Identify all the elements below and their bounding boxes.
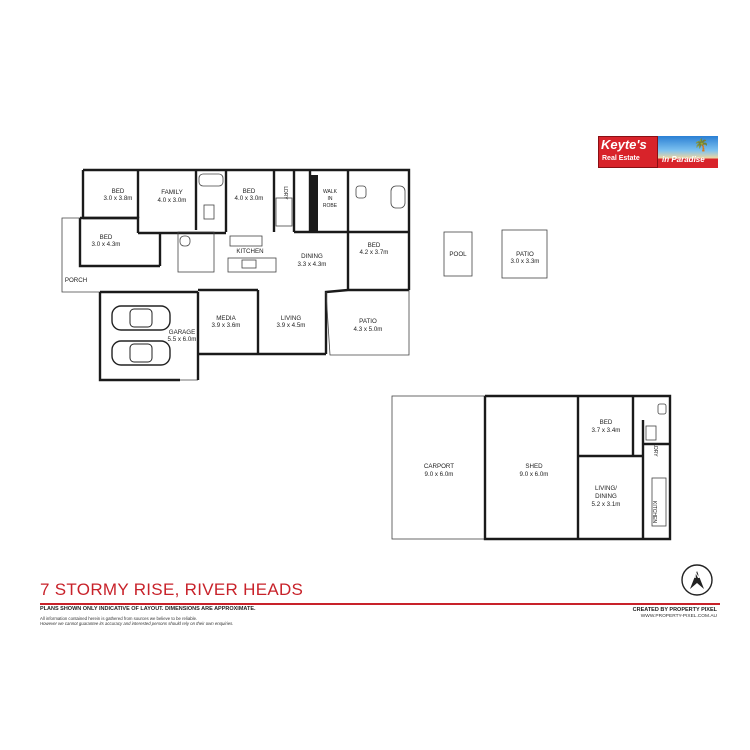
logo-tagline: in Paradise — [662, 155, 705, 164]
room-bed-3-name: BED — [100, 234, 113, 241]
car-icons — [111, 305, 171, 366]
room-carport-size: 9.0 x 6.0m — [425, 471, 454, 478]
yard-patio-outline — [501, 229, 548, 279]
room-bed-2-size: 4.0 x 3.0m — [235, 195, 264, 202]
room-porch-name: PORCH — [65, 277, 87, 284]
room-dining-size: 3.3 x 4.3m — [298, 261, 327, 268]
pool-name: POOL — [449, 251, 467, 258]
room-kitchen-name: KITCHEN — [236, 248, 263, 255]
room-patio-name: PATIO — [359, 318, 377, 325]
room-bed-5-name: BED — [600, 419, 613, 426]
room-garage-name: GARAGE — [169, 329, 195, 336]
room-bed-3-size: 3.0 x 4.3m — [92, 241, 121, 248]
car-icon — [111, 340, 171, 366]
compass-letter: N — [694, 571, 700, 580]
room-ldry-2-name: LDRY — [652, 443, 658, 457]
room-bed-4-name: BED — [368, 242, 381, 249]
disclaimer-line-2: However we cannot guarantee its accuracy… — [40, 621, 234, 626]
room-media-name: MEDIA — [216, 315, 236, 322]
room-living-size: 3.9 x 4.5m — [277, 322, 306, 329]
house-walls — [61, 168, 411, 382]
room-shed-name: SHED — [525, 463, 543, 470]
room-bed-5-size: 3.7 x 3.4m — [592, 427, 621, 434]
property-address: 7 STORMY RISE, RIVER HEADS — [40, 580, 304, 599]
room-dining-name: DINING — [301, 253, 323, 260]
room-family-size: 4.0 x 3.0m — [158, 197, 187, 204]
logo-name: Keyte's — [601, 137, 647, 152]
palm-tree-icon: 🌴 — [694, 138, 709, 152]
room-kitchen-2-name: KITCHEN — [651, 501, 657, 523]
room-living-dining-line2: DINING — [595, 493, 617, 500]
room-ldry-name: LDRY — [282, 186, 288, 200]
room-robe-line3: ROBE — [323, 203, 338, 209]
room-bed-1-name: BED — [112, 188, 125, 195]
room-carport-name: CARPORT — [424, 463, 454, 470]
room-robe-line1: WALK — [323, 189, 338, 195]
room-yard-patio-name: PATIO — [516, 251, 534, 258]
room-garage-size: 5.5 x 6.0m — [168, 336, 197, 343]
logo-sub: Real Estate — [602, 155, 640, 162]
room-bed-1-size: 3.0 x 3.8m — [104, 195, 133, 202]
room-living-name: LIVING — [281, 315, 301, 322]
north-compass-icon: N — [681, 564, 713, 596]
disclaimer-title: PLANS SHOWN ONLY INDICATIVE OF LAYOUT. D… — [40, 606, 256, 612]
room-family-name: FAMILY — [161, 189, 183, 196]
room-living-dining-line1: LIVING/ — [595, 485, 617, 492]
credit-name: CREATED BY PROPERTY PIXEL — [632, 607, 717, 613]
room-shed-size: 9.0 x 6.0m — [520, 471, 549, 478]
logo-brand-panel: Keyte's Real Estate — [598, 136, 658, 168]
room-patio-size: 4.3 x 5.0m — [354, 326, 383, 333]
disclaimer-line-1: All information contained herein is gath… — [40, 616, 198, 621]
pool-outline — [443, 231, 473, 277]
credit-url: WWW.PROPERTY-PIXEL.COM.AU — [640, 614, 717, 619]
room-media-size: 3.9 x 3.6m — [212, 322, 241, 329]
room-robe-line2: IN — [328, 196, 333, 202]
room-bed-4-size: 4.2 x 3.7m — [360, 249, 389, 256]
room-yard-patio-size: 3.0 x 3.3m — [511, 258, 540, 265]
car-icon — [111, 305, 171, 331]
agency-logo: Keyte's Real Estate 🌴 in Paradise — [598, 136, 718, 168]
logo-beach-panel: 🌴 in Paradise — [658, 136, 718, 168]
footer-divider — [40, 603, 720, 605]
shed-walls — [391, 394, 672, 541]
room-living-dining-size: 5.2 x 3.1m — [592, 501, 621, 508]
room-bed-2-name: BED — [243, 188, 256, 195]
